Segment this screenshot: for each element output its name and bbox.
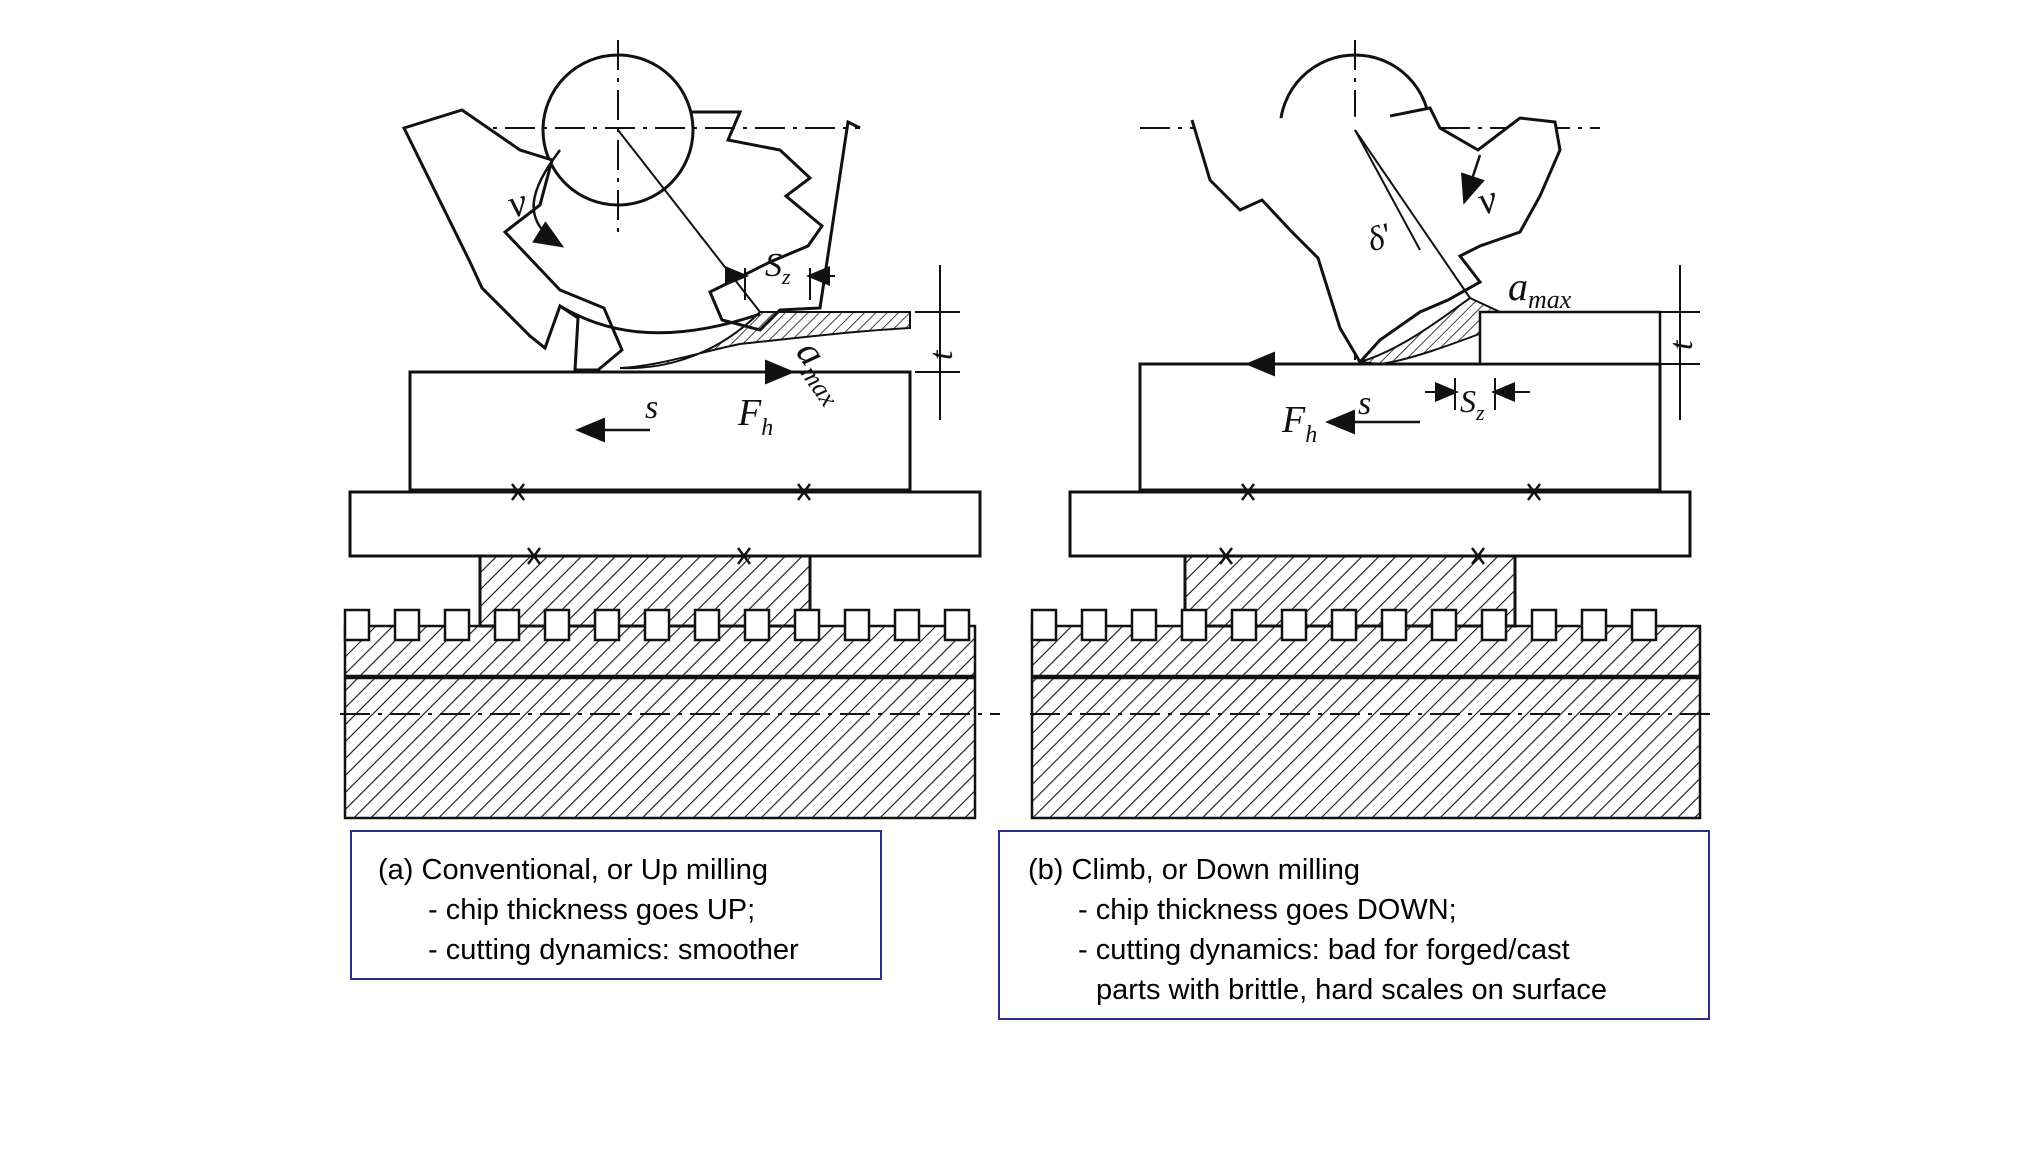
screw-teeth-a [343, 608, 971, 642]
caption-line-b3: parts with brittle, hard scales on surfa… [1096, 974, 1607, 1006]
panel-b-drawing [1030, 40, 1710, 820]
rotation-arrow-a [532, 149, 565, 248]
cutter-body-b [1190, 106, 1562, 365]
workpiece-a [408, 370, 912, 492]
caption-title-b: (b) Climb, or Down milling [1028, 854, 1360, 886]
caption-title-a: (a) Conventional, or Up milling [378, 854, 769, 886]
screw-thread-a [343, 676, 977, 820]
label-sz-a: Sz [765, 247, 791, 289]
cutter-hub-a [541, 53, 695, 207]
label-t-b: t [1663, 339, 1700, 350]
chip-a [619, 311, 911, 370]
caption-line-b1: - chip thickness goes DOWN; [1078, 894, 1457, 926]
label-amax-b: amax [1508, 264, 1572, 314]
cutter-tooth-edge-a [559, 304, 761, 335]
caption-box-conventional: (a) Conventional, or Up milling - chip t… [350, 830, 882, 980]
label-fh-b: Fh [1281, 399, 1317, 448]
caption-line-a1: - chip thickness goes UP; [428, 894, 756, 926]
caption-line-b2: - cutting dynamics: bad for forged/cast [1078, 934, 1570, 966]
caption-line-a2: - cutting dynamics: smoother [428, 934, 799, 966]
workpiece-b [1138, 362, 1662, 492]
label-sz-b: Sz [1460, 383, 1485, 425]
machine-table-b [1068, 490, 1692, 558]
rotation-arrow-b [1461, 154, 1485, 205]
machine-table-a [348, 490, 982, 558]
cutter-body-left-a [401, 108, 624, 372]
screw-teeth-b [1030, 608, 1658, 642]
cutter-body-right-a [690, 110, 861, 332]
panel-b-labels: v δ' amax t Sz s Fh [1281, 176, 1700, 448]
label-t-a: t [923, 349, 960, 360]
panel-a-drawing [340, 40, 1000, 820]
caption-box-climb: (b) Climb, or Down milling - chip thickn… [998, 830, 1710, 1020]
label-s-a: s [645, 389, 658, 426]
screw-thread-b [1030, 676, 1702, 820]
label-s-b: s [1358, 385, 1371, 422]
label-fh-a: Fh [737, 392, 773, 441]
